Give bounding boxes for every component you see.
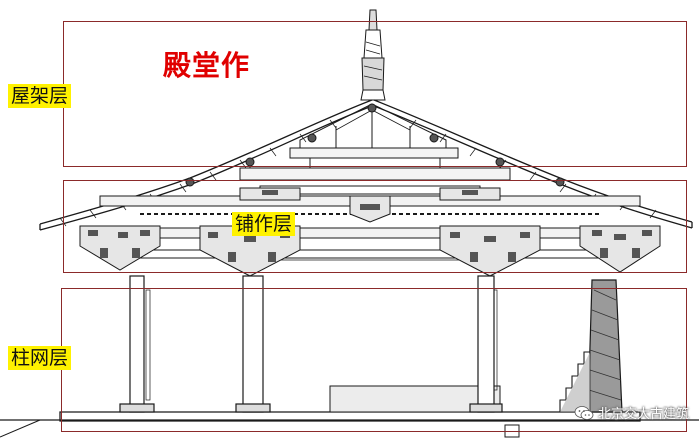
diagram-title: 殿堂作 — [163, 49, 251, 82]
bracket-layer-label: 铺作层 — [232, 212, 296, 236]
column-layer-label: 柱网层 — [8, 346, 72, 370]
roof-layer-label: 屋架层 — [8, 84, 72, 108]
wechat-icon — [574, 405, 594, 420]
columns — [119, 275, 623, 413]
ridge-finial — [360, 9, 386, 101]
bracket-blocks — [88, 190, 652, 262]
bracket-clusters — [79, 187, 661, 277]
watermark: 北京交大古建筑 — [574, 403, 689, 422]
watermark-text: 北京交大古建筑 — [597, 407, 689, 422]
roof-truss — [185, 103, 565, 187]
